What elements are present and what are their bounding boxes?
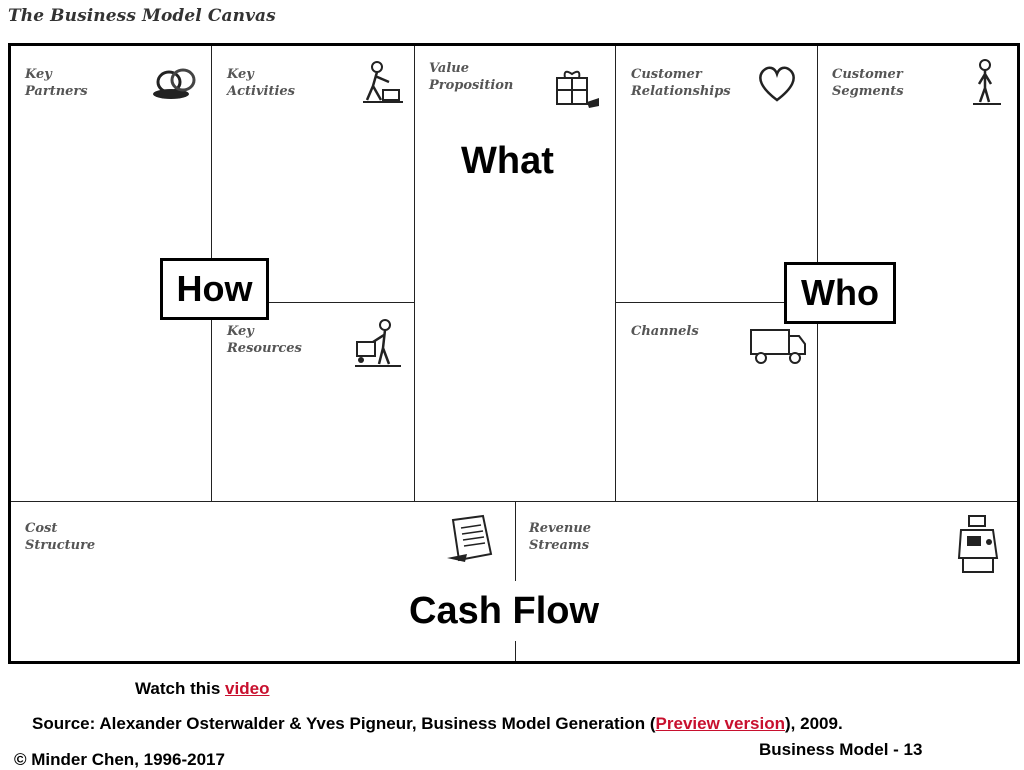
business-model-canvas: Key Partners Key Activities Value Propos… (8, 43, 1020, 664)
divider (615, 302, 817, 303)
value-proposition-label: Value Proposition (429, 61, 514, 93)
copyright: © Minder Chen, 1996-2017 (14, 750, 225, 769)
cost-structure-label: Cost Structure (25, 521, 96, 553)
divider (515, 641, 516, 661)
divider (615, 46, 616, 501)
heart-icon (759, 66, 795, 102)
watch-video-line: Watch this video (135, 679, 269, 699)
channels-label: Channels (631, 324, 699, 339)
revenue-streams-label: Revenue Streams (529, 521, 592, 553)
cash-flow-label: Cash Flow (409, 590, 600, 632)
worker-icon (363, 61, 403, 103)
source-line: Source: Alexander Osterwalder & Yves Pig… (32, 714, 843, 734)
who-box: Who (784, 262, 896, 324)
divider (11, 501, 1017, 502)
divider (211, 302, 414, 303)
preview-version-link[interactable]: Preview version (655, 714, 786, 733)
how-box: How (160, 258, 269, 320)
watch-prefix: Watch this (135, 679, 226, 698)
page-number: Business Model - 13 (759, 740, 923, 759)
receipt-icon (447, 514, 493, 562)
divider (515, 501, 516, 581)
delivery-worker-icon (355, 319, 401, 367)
canvas-title: The Business Model Canvas (8, 6, 276, 26)
customer-segments-label: Customer Segments (832, 67, 904, 99)
key-partners-label: Key Partners (25, 67, 88, 99)
gift-box-icon (556, 70, 599, 108)
video-link[interactable]: video (225, 679, 270, 698)
truck-icon (750, 329, 806, 364)
divider (414, 46, 415, 501)
key-activities-label: Key Activities (227, 67, 295, 99)
key-resources-label: Key Resources (227, 324, 302, 356)
source-suffix: ), 2009. (785, 714, 843, 733)
customer-relationships-label: Customer Relationships (631, 67, 731, 99)
what-label: What (461, 140, 554, 182)
chain-links-icon (153, 68, 196, 99)
source-prefix: Source: Alexander Osterwalder & Yves Pig… (32, 714, 656, 733)
person-icon (973, 59, 1001, 105)
cash-register-icon (957, 515, 999, 573)
